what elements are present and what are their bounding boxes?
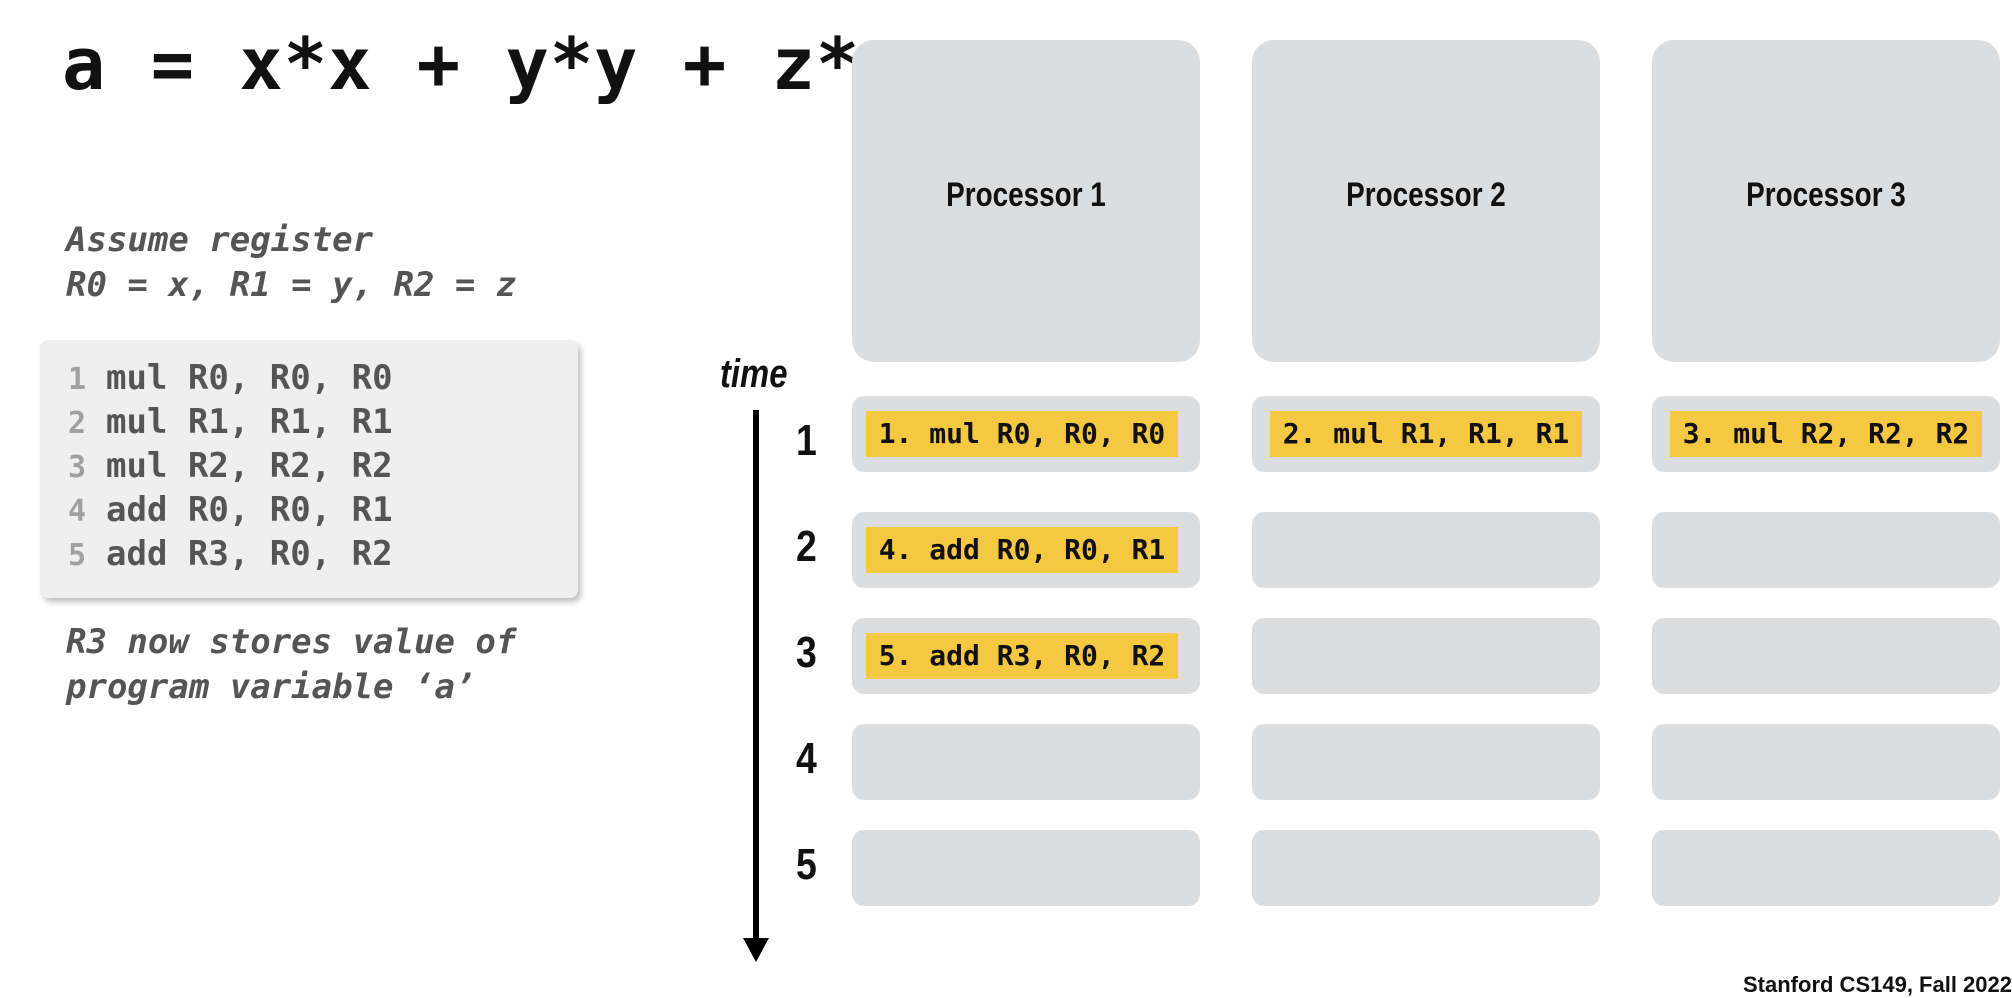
processor-label: Processor 1 [946, 176, 1106, 214]
line-number: 2 [68, 406, 87, 441]
result-note-line: program variable ‘a’ [66, 667, 476, 707]
schedule-slot [1652, 830, 2000, 906]
schedule-slot [1252, 724, 1600, 800]
schedule-slot [1252, 830, 1600, 906]
schedule-slot [852, 830, 1200, 906]
assume-note: Assume register R0 = x, R1 = y, R2 = z [66, 218, 516, 308]
code-text: mul R0, R0, R0 [106, 358, 393, 398]
code-text: add R3, R0, R2 [106, 534, 393, 574]
instruction-chip: 1. mul R0, R0, R0 [866, 411, 1178, 457]
schedule-slot: 3. mul R2, R2, R2 [1652, 396, 2000, 472]
instruction-chip: 3. mul R2, R2, R2 [1670, 411, 1982, 457]
line-number: 1 [68, 362, 87, 397]
code-line: 1 mul R0, R0, R0 [68, 358, 393, 402]
schedule-slot: 5. add R3, R0, R2 [852, 618, 1200, 694]
time-axis-arrowhead [743, 938, 769, 962]
code-text: mul R2, R2, R2 [106, 446, 393, 486]
result-note-line: R3 now stores value of [66, 622, 517, 662]
time-step-label: 2 [796, 522, 817, 571]
line-number: 3 [68, 450, 87, 485]
processor-label: Processor 2 [1346, 176, 1506, 214]
line-number: 4 [68, 494, 87, 529]
time-axis-line [753, 410, 759, 940]
time-step-label: 3 [796, 628, 817, 677]
result-note: R3 now stores value of program variable … [66, 620, 516, 710]
schedule-slot [1652, 724, 2000, 800]
code-line: 3 mul R2, R2, R2 [68, 446, 393, 490]
code-text: mul R1, R1, R1 [106, 402, 393, 442]
processor-label: Processor 3 [1746, 176, 1906, 214]
schedule-slot: 4. add R0, R0, R1 [852, 512, 1200, 588]
instruction-chip: 4. add R0, R0, R1 [866, 527, 1178, 573]
assume-note-line: R0 = x, R1 = y, R2 = z [66, 265, 517, 305]
line-number: 5 [68, 538, 87, 573]
time-axis-label: time [720, 352, 788, 396]
schedule-slot [1252, 512, 1600, 588]
processor-3-box: Processor 3 [1652, 40, 2000, 362]
instruction-chip: 5. add R3, R0, R2 [866, 633, 1178, 679]
footer-credit: Stanford CS149, Fall 2022 [1743, 972, 2012, 997]
code-listing: 1 mul R0, R0, R0 2 mul R1, R1, R1 3 mul R2,… [40, 340, 578, 598]
code-line: 4 add R0, R0, R1 [68, 490, 393, 534]
equation-title: a = x*x + y*y + z*z [62, 22, 905, 106]
code-text: add R0, R0, R1 [106, 490, 393, 530]
schedule-slot [1652, 618, 2000, 694]
schedule-slot: 2. mul R1, R1, R1 [1252, 396, 1600, 472]
schedule-slot: 1. mul R0, R0, R0 [852, 396, 1200, 472]
processor-1-box: Processor 1 [852, 40, 1200, 362]
instruction-chip: 2. mul R1, R1, R1 [1270, 411, 1582, 457]
assume-note-line: Assume register [66, 220, 374, 260]
time-step-label: 4 [796, 734, 817, 783]
processor-2-box: Processor 2 [1252, 40, 1600, 362]
schedule-slot [1652, 512, 2000, 588]
code-line: 5 add R3, R0, R2 [68, 534, 393, 578]
code-line: 2 mul R1, R1, R1 [68, 402, 393, 446]
time-step-label: 1 [796, 416, 817, 465]
schedule-slot [852, 724, 1200, 800]
schedule-slot [1252, 618, 1600, 694]
time-step-label: 5 [796, 840, 817, 889]
